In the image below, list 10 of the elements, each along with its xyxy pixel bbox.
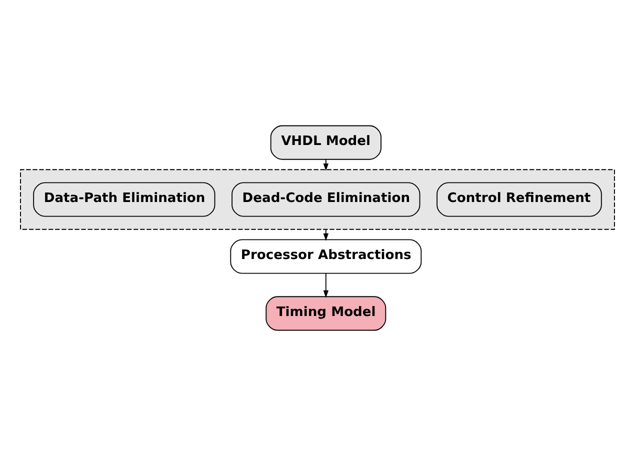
arrow [323, 272, 329, 298]
node-box: VHDL Model [270, 124, 382, 160]
node-box: Control Refinement [436, 182, 602, 216]
node-box: Timing Model [266, 296, 386, 330]
cluster [20, 168, 615, 230]
node-box: Dead-Code Elimination [232, 182, 420, 216]
arrow [323, 158, 329, 171]
node-box: Processor Abstractions [230, 238, 422, 274]
arrow [323, 228, 329, 240]
node-box: Data-Path Elimination [33, 182, 216, 216]
